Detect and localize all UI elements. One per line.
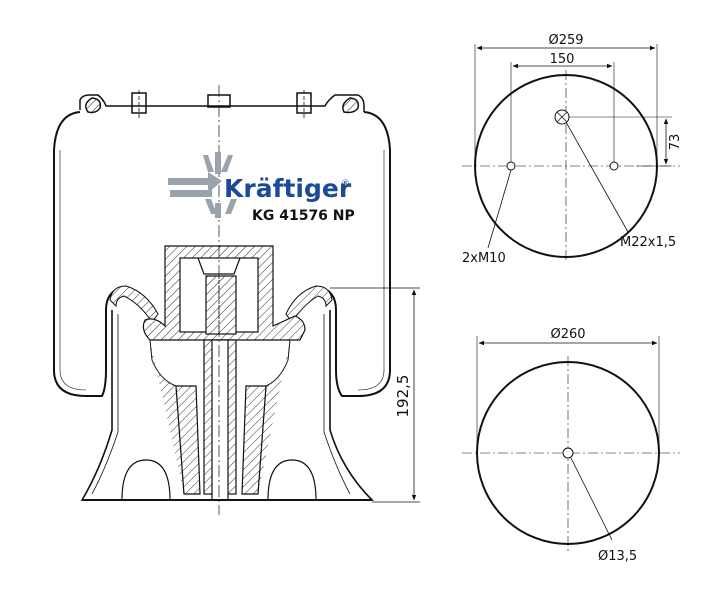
- bolt-hole-right: [609, 161, 619, 171]
- bolt-spacing-label: 150: [550, 52, 575, 67]
- bottom-plate-view: [462, 336, 680, 552]
- brand-logo: Kräftiger ® KG 41576 NP: [168, 152, 355, 224]
- bolt-hole-left: [506, 161, 516, 171]
- bottom-plate-diameter-label: Ø260: [550, 327, 585, 342]
- air-fitting-label: M22x1,5: [620, 235, 676, 250]
- brand-arrows-icon: [168, 152, 237, 218]
- bolt-leader: [487, 169, 512, 249]
- bellow-inner-line: [59, 150, 385, 391]
- brand-name: Kräftiger: [224, 174, 352, 203]
- piston: [80, 245, 374, 501]
- fitting-leader: [565, 121, 629, 233]
- registered-mark: ®: [341, 179, 350, 189]
- top-bead-plate: [79, 90, 365, 118]
- center-hole-label: Ø13,5: [598, 549, 637, 564]
- center-hole: [562, 447, 574, 459]
- part-number: KG 41576 NP: [252, 208, 355, 224]
- height-label: 192,5: [394, 375, 412, 418]
- air-offset-label: 73: [668, 134, 683, 151]
- top-plate-diameter-label: Ø259: [548, 33, 583, 48]
- height-dimension: [330, 287, 420, 503]
- center-hole-leader: [570, 457, 613, 541]
- top-plate-view: [462, 44, 680, 262]
- bolt-thread-label: 2xM10: [462, 251, 506, 266]
- side-view: 192,5: [53, 85, 420, 515]
